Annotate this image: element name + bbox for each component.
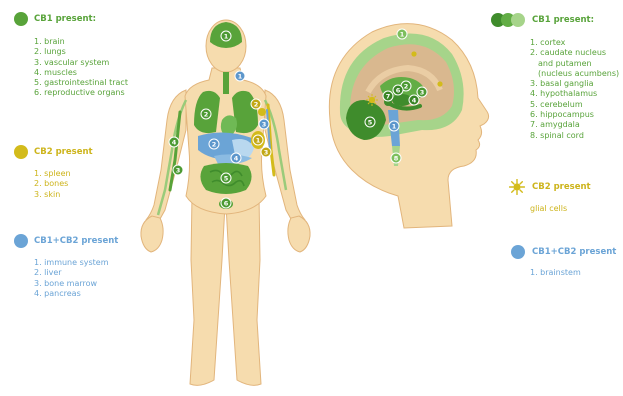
trachea xyxy=(223,72,229,94)
body-marker-label: 4 xyxy=(234,154,239,162)
brain-marker-label: 6 xyxy=(396,86,401,94)
body-marker-label: 3 xyxy=(176,166,181,174)
brain-marker-label: 4 xyxy=(412,96,417,104)
brain-marker-label: 8 xyxy=(394,154,399,162)
body-marker-label: 4 xyxy=(172,138,177,146)
body-marker-label: 2 xyxy=(254,100,259,108)
body-marker-label: 3 xyxy=(262,120,267,128)
brain-marker-label: 1 xyxy=(392,122,397,130)
brain-marker-label: 1 xyxy=(400,30,405,38)
body-marker-label: 5 xyxy=(224,174,229,182)
skin-marker-spot xyxy=(258,108,266,116)
left-leg xyxy=(190,195,225,385)
body-marker-label: 2 xyxy=(204,110,209,118)
body-marker-label: 2 xyxy=(212,140,217,148)
body-marker-label: 1 xyxy=(224,32,229,40)
body-marker-label: 3 xyxy=(264,148,269,156)
right-leg xyxy=(226,195,261,385)
brain-marker-label: 5 xyxy=(368,118,373,126)
body-marker-label: 6 xyxy=(224,199,229,207)
brain-marker-label: 7 xyxy=(386,92,391,100)
brain-marker-label: 3 xyxy=(420,88,425,96)
body-marker-label: 1 xyxy=(238,72,243,80)
right-hand xyxy=(288,216,310,252)
human-body-figure: 1 2 3 4 5 6 1 2 3 1 2 4 3 xyxy=(141,20,310,385)
head-brain-figure: 1 2 3 4 5 6 7 8 1 xyxy=(329,24,488,228)
left-hand xyxy=(141,216,163,252)
brain-marker-label: 2 xyxy=(404,82,409,90)
body-marker-label: 1 xyxy=(256,136,261,144)
